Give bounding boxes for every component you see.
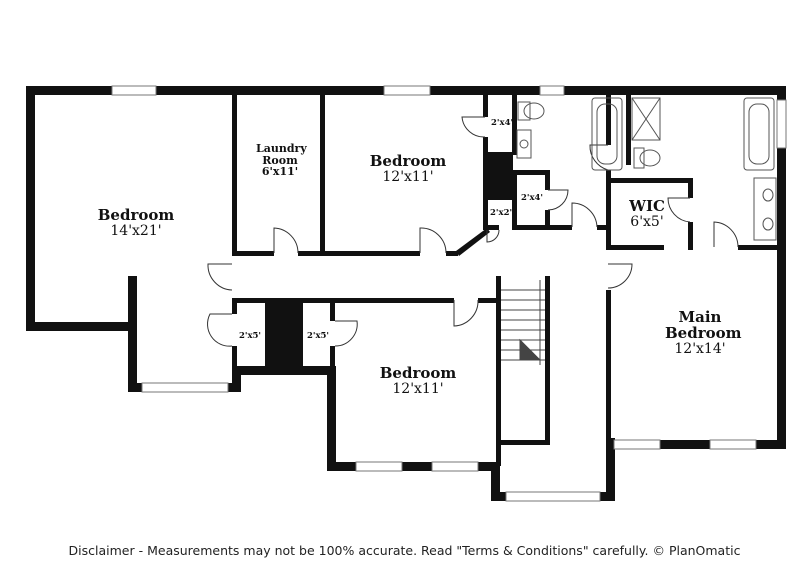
bedroom-n-label: Bedroom 12'x11' [368, 152, 448, 185]
room-name: Laundry Room [256, 142, 307, 167]
room-dims: 6'x11' [261, 165, 299, 179]
room-dims: 12'x14' [674, 340, 726, 357]
room-name: Main Bedroom [665, 308, 742, 342]
room-name: WIC [629, 197, 665, 215]
disclaimer: Disclaimer - Measurements may not be 100… [68, 543, 741, 558]
closet-label: 2'x5' [306, 331, 330, 341]
staircase [501, 280, 545, 365]
closet-label: 2'x4' [491, 118, 514, 128]
room-dims: 12'x11' [382, 168, 434, 185]
wic-label: WIC 6'x5' [622, 197, 672, 230]
windows [111, 85, 787, 502]
bedroom-nw-label: Bedroom 14'x21' [96, 206, 176, 239]
main-bedroom-label: Main Bedroom 12'x14' [660, 308, 742, 357]
fixtures [516, 97, 777, 241]
room-dims: 14'x21' [110, 222, 162, 239]
room-dims: 6'x5' [630, 213, 664, 230]
room-name: Bedroom [97, 206, 175, 224]
doors [207, 116, 739, 347]
room-name: Bedroom [379, 364, 457, 382]
laundry-room-label: Laundry Room 6'x11' [248, 143, 312, 178]
closet-label: 2'x4' [520, 193, 544, 203]
room-dims: 12'x11' [392, 380, 444, 397]
closet-label: 2'x2' [490, 208, 513, 218]
walls [26, 86, 786, 501]
closet-label: 2'x5' [238, 331, 262, 341]
bedroom-s-label: Bedroom 12'x11' [378, 364, 458, 397]
room-name: Bedroom [369, 152, 447, 170]
